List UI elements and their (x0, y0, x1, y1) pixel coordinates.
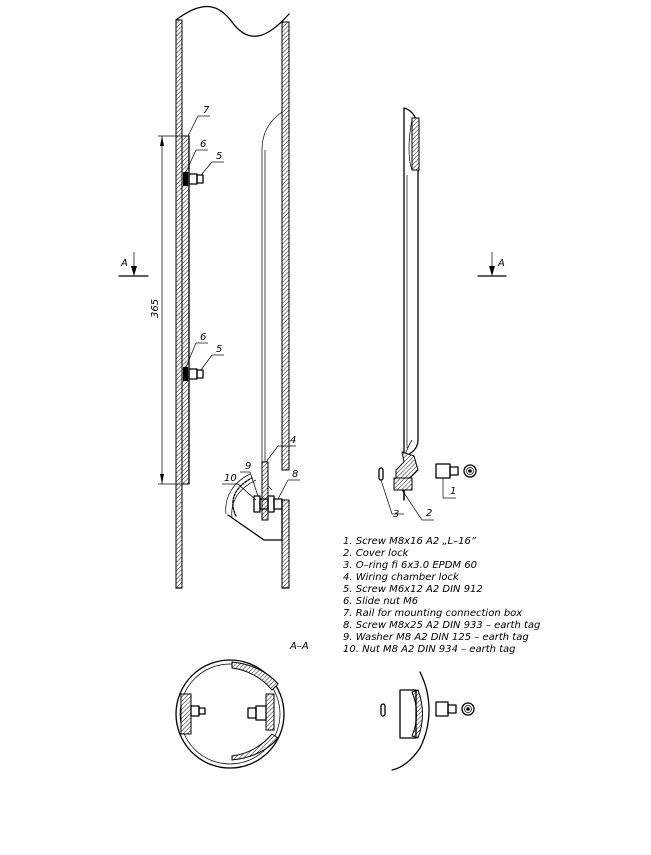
dimension-label: 365 (150, 299, 161, 318)
section-letter-right: A (497, 258, 505, 269)
section-letter-left: A (120, 258, 128, 269)
legend-item-10: 10. Nut M8 A2 DIN 934 – earth tag (343, 644, 516, 655)
pole-inner-circle (179, 663, 281, 765)
o-ring (378, 467, 384, 481)
section-view (175, 659, 285, 769)
callout-4: 4 (290, 435, 296, 446)
pole-right-wall-upper (281, 21, 290, 471)
callout-6-upper: 6 (200, 139, 206, 150)
lower-screw-assembly (183, 367, 204, 381)
callout-2: 2 (426, 508, 432, 519)
section-marker-right: A (477, 252, 507, 277)
callouts-right: 1 2 3 (380, 478, 456, 521)
callout-8: 8 (292, 469, 298, 480)
legend-item-3: 3. O–ring fi 6x3.0 EPDM 60 (343, 560, 477, 571)
legend-item-5: 5. Screw M6x12 A2 DIN 912 (343, 584, 483, 595)
callout-7: 7 (203, 105, 210, 116)
callouts-left: 7 6 5 6 5 4 9 10 8 (185, 105, 300, 501)
callout-5-upper: 5 (216, 151, 222, 162)
legend-item-6: 6. Slide nut M6 (343, 596, 418, 607)
screw-1 (435, 463, 477, 479)
cover-lock (393, 451, 419, 501)
pole-outer-circle (175, 659, 285, 769)
cover-hatch-top (411, 117, 420, 171)
cover-side-view: A 1 2 3 (378, 107, 507, 521)
parts-legend: 1. Screw M8x16 A2 „L–16” 2. Cover lock 3… (343, 536, 540, 655)
pole-side-view: 365 A 7 6 5 (118, 5, 300, 589)
section-marker-left: A (118, 252, 149, 277)
cover-section-view (380, 671, 475, 771)
mounting-rail (181, 135, 190, 485)
callout-5-lower: 5 (216, 344, 222, 355)
pole-right-wall-lower (281, 499, 290, 589)
section-title: A–A (289, 641, 309, 652)
pole-left-wall (175, 19, 183, 589)
callout-10: 10 (224, 473, 237, 484)
legend-item-1: 1. Screw M8x16 A2 „L–16” (343, 536, 477, 547)
legend-item-7: 7. Rail for mounting connection box (343, 608, 522, 619)
upper-screw-assembly (183, 172, 204, 186)
dimension-365: 365 (150, 135, 186, 485)
legend-item-8: 8. Screw M8x25 A2 DIN 933 – earth tag (343, 620, 540, 631)
callout-9: 9 (245, 461, 251, 472)
callout-6-lower: 6 (200, 332, 206, 343)
legend-item-4: 4. Wiring chamber lock (343, 572, 460, 583)
callout-1: 1 (450, 486, 456, 497)
legend-item-9: 9. Washer M8 A2 DIN 125 – earth tag (343, 632, 529, 643)
legend-item-2: 2. Cover lock (343, 548, 410, 559)
callout-3: 3 (393, 509, 399, 520)
break-line-top (175, 5, 290, 37)
cover-outer-curve (403, 107, 419, 457)
